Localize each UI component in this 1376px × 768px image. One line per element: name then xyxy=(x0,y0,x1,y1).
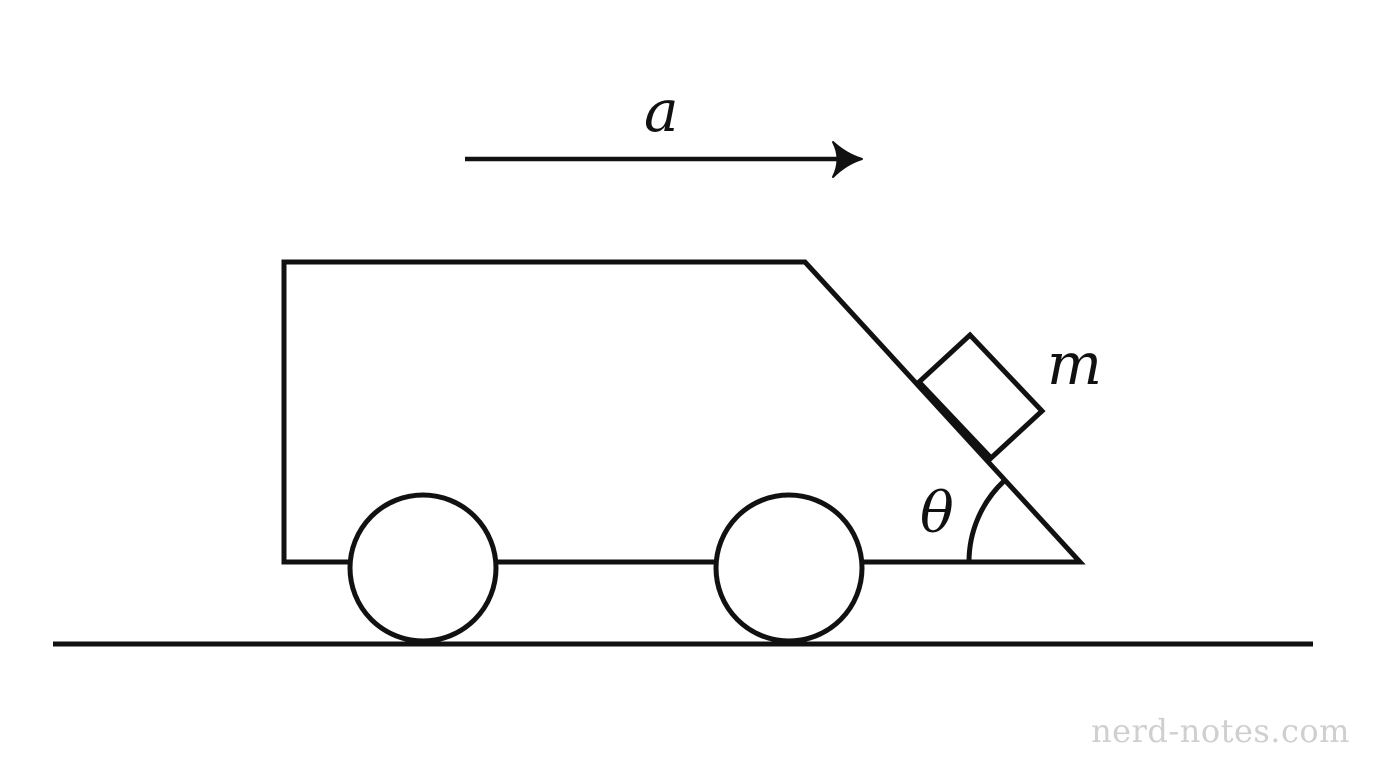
watermark-text: nerd-notes.com xyxy=(1091,712,1350,750)
front-wheel xyxy=(713,492,865,644)
rear-wheel xyxy=(347,492,499,644)
acceleration-label: a xyxy=(644,77,679,145)
mass-block-contact-edge xyxy=(915,380,993,462)
acceleration-arrow xyxy=(465,141,863,178)
cart-body xyxy=(281,259,1086,565)
angle-arc xyxy=(966,479,1006,563)
angle-label: θ xyxy=(920,481,954,546)
acceleration-arrow-head xyxy=(832,141,863,178)
mass-label: m xyxy=(1047,330,1102,398)
